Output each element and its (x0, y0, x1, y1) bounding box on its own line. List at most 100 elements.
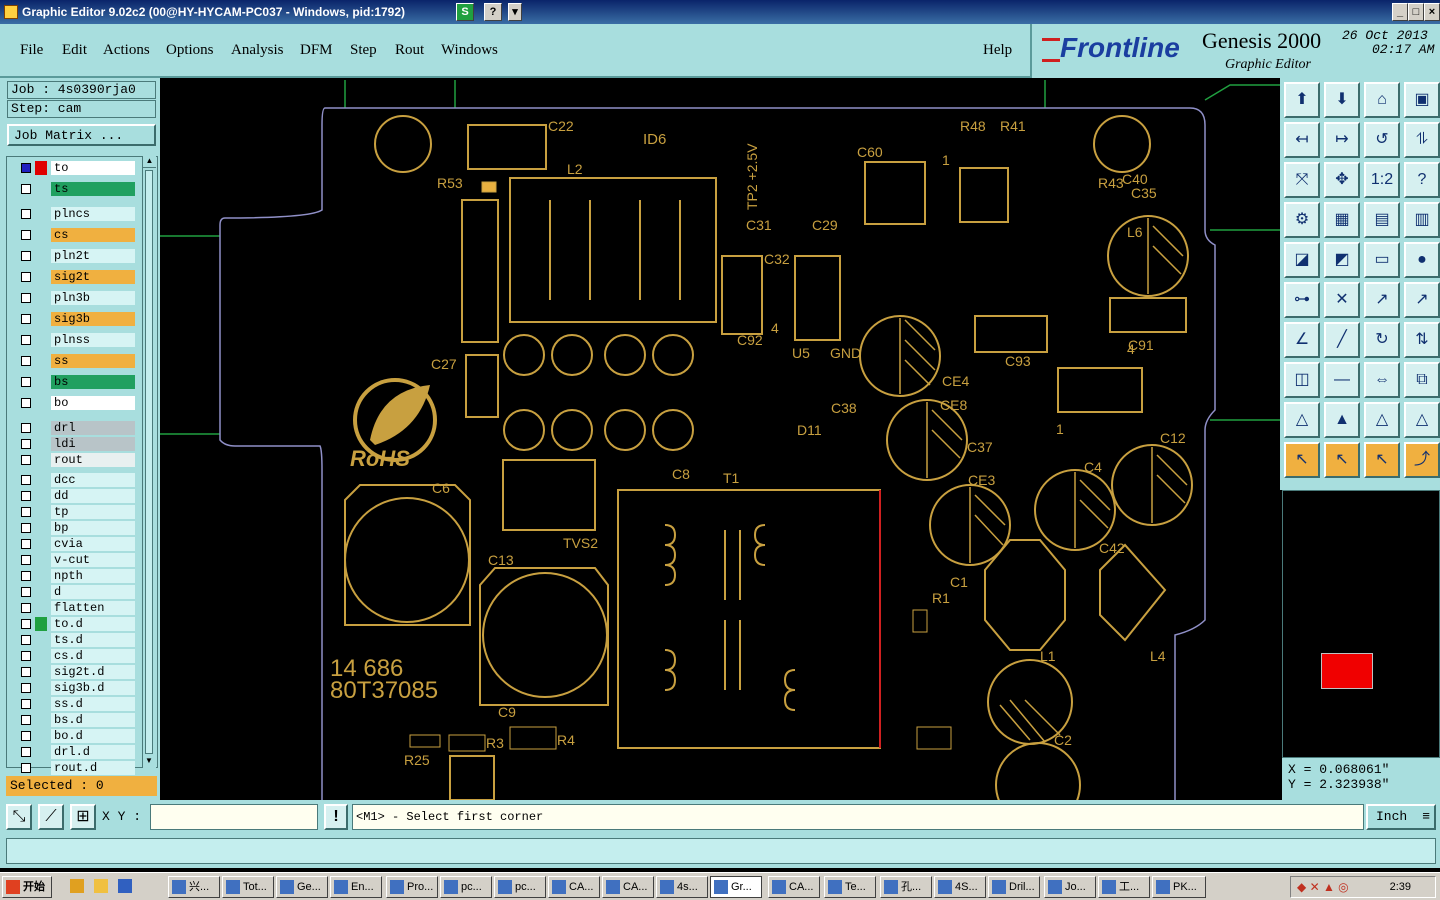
help-icon-button[interactable]: ? (484, 3, 502, 21)
layer-name[interactable]: sig2t.d (51, 665, 135, 679)
layer-row-dd[interactable]: dd (17, 489, 135, 503)
layer-color-swatch[interactable] (35, 249, 47, 263)
layer-color-swatch[interactable] (35, 182, 47, 196)
grid-icon[interactable]: ▦ (1324, 202, 1360, 238)
layer-color-swatch[interactable] (35, 633, 47, 647)
layer-name[interactable]: rout.d (51, 761, 135, 775)
copy-icon[interactable]: ↗ (1404, 282, 1440, 318)
layer-list-scrollbar[interactable]: ▲ ▼ (142, 156, 156, 768)
layer-color-swatch[interactable] (35, 697, 47, 711)
arrow-up-icon[interactable]: ▲ (1324, 402, 1360, 438)
layer-row-bp[interactable]: bp (17, 521, 135, 535)
layer-name[interactable]: pln2t (51, 249, 135, 263)
layer-checkbox[interactable] (21, 747, 31, 757)
task-item[interactable]: Tot... (222, 876, 274, 898)
layer-name[interactable]: sig2t (51, 270, 135, 284)
menu-actions[interactable]: Actions (103, 42, 150, 58)
task-item[interactable]: Dril... (988, 876, 1040, 898)
task-item[interactable]: Gr... (710, 876, 762, 898)
layer-checkbox[interactable] (21, 423, 31, 433)
task-item[interactable]: 4S... (934, 876, 986, 898)
layer-color-swatch[interactable] (35, 713, 47, 727)
layer-row-drl[interactable]: drl (17, 421, 135, 435)
layer-color-swatch[interactable] (35, 553, 47, 567)
layer-color-swatch[interactable] (35, 729, 47, 743)
task-item[interactable]: Jo... (1044, 876, 1096, 898)
layer-color-swatch[interactable] (35, 161, 47, 175)
undo-icon[interactable]: ↤ (1284, 122, 1320, 158)
layers-icon[interactable]: ▤ (1364, 202, 1400, 238)
layer-checkbox[interactable] (21, 491, 31, 501)
layer-name[interactable]: bs.d (51, 713, 135, 727)
layer-checkbox[interactable] (21, 293, 31, 303)
layer-color-swatch[interactable] (35, 681, 47, 695)
layer-name[interactable]: flatten (51, 601, 135, 615)
layer-row-ss[interactable]: ss (17, 354, 135, 368)
back-icon[interactable]: ↺ (1364, 122, 1400, 158)
task-item[interactable]: Ge... (276, 876, 328, 898)
layer-row-bo-d[interactable]: bo.d (17, 729, 135, 743)
minus-icon[interactable]: — (1324, 362, 1360, 398)
mirror-icon[interactable]: ⇅ (1404, 322, 1440, 358)
task-item[interactable]: CA... (768, 876, 820, 898)
layer-checkbox[interactable] (21, 230, 31, 240)
menu-file[interactable]: File (20, 42, 44, 58)
alert-icon[interactable]: ! (324, 804, 348, 830)
rotate-icon[interactable]: ↻ (1364, 322, 1400, 358)
scale-icon[interactable]: 1:2 (1364, 162, 1400, 198)
layer-row-drl-d[interactable]: drl.d (17, 745, 135, 759)
zoom-fit-icon[interactable]: ⤧ (1284, 162, 1320, 198)
start-button[interactable]: 开始 (2, 876, 52, 898)
layer-checkbox[interactable] (21, 455, 31, 465)
layer-row-ts[interactable]: ts (17, 182, 135, 196)
layer-color-swatch[interactable] (35, 601, 47, 615)
layer-name[interactable]: pln3b (51, 291, 135, 305)
layer-color-swatch[interactable] (35, 473, 47, 487)
redo-icon[interactable]: ↦ (1324, 122, 1360, 158)
layer-name[interactable]: cvia (51, 537, 135, 551)
layer-name[interactable]: bp (51, 521, 135, 535)
units-selector[interactable]: Inch≡ (1366, 804, 1436, 830)
task-item[interactable]: Te... (824, 876, 876, 898)
layer-checkbox[interactable] (21, 507, 31, 517)
menu-analysis[interactable]: Analysis (231, 42, 284, 58)
layer-row-sig3b-d[interactable]: sig3b.d (17, 681, 135, 695)
window-icon[interactable]: ▣ (1404, 82, 1440, 118)
menu-edit[interactable]: Edit (62, 42, 87, 58)
layer-checkbox[interactable] (21, 555, 31, 565)
layer-name[interactable]: sig3b.d (51, 681, 135, 695)
menu-step[interactable]: Step (350, 42, 377, 58)
task-item[interactable]: 兴... (168, 876, 220, 898)
layer-color-swatch[interactable] (35, 521, 47, 535)
layer-row-sig2t[interactable]: sig2t (17, 270, 135, 284)
layer-checkbox[interactable] (21, 356, 31, 366)
measure-icon[interactable]: ⟋ (38, 804, 64, 830)
delta2-icon[interactable]: △ (1404, 402, 1440, 438)
layer-row-tp[interactable]: tp (17, 505, 135, 519)
layer-color-swatch[interactable] (35, 270, 47, 284)
task-item[interactable]: 工... (1098, 876, 1150, 898)
layer-row-to[interactable]: to (17, 161, 135, 175)
layer-row-sig3b[interactable]: sig3b (17, 312, 135, 326)
open-icon[interactable]: ⬆ (1284, 82, 1320, 118)
quicklaunch-1-icon[interactable] (70, 879, 84, 893)
group-icon[interactable]: ⧉ (1404, 362, 1440, 398)
layer-name[interactable]: ldi (51, 437, 135, 451)
layer-name[interactable]: bs (51, 375, 135, 389)
pointer2-icon[interactable]: ↖ (1324, 442, 1360, 478)
layer-name[interactable]: dcc (51, 473, 135, 487)
layer-color-swatch[interactable] (35, 228, 47, 242)
layer-color-swatch[interactable] (35, 291, 47, 305)
layer-checkbox[interactable] (21, 635, 31, 645)
layer-name[interactable]: plncs (51, 207, 135, 221)
layer-checkbox[interactable] (21, 184, 31, 194)
task-item[interactable]: CA... (548, 876, 600, 898)
layer-color-swatch[interactable] (35, 585, 47, 599)
layer-color-swatch[interactable] (35, 375, 47, 389)
layer-color-swatch[interactable] (35, 354, 47, 368)
layer-name[interactable]: dd (51, 489, 135, 503)
grid-icon[interactable]: ⊞ (70, 804, 96, 830)
select-icon[interactable]: ◩ (1324, 242, 1360, 278)
query-icon[interactable]: ? (1404, 162, 1440, 198)
